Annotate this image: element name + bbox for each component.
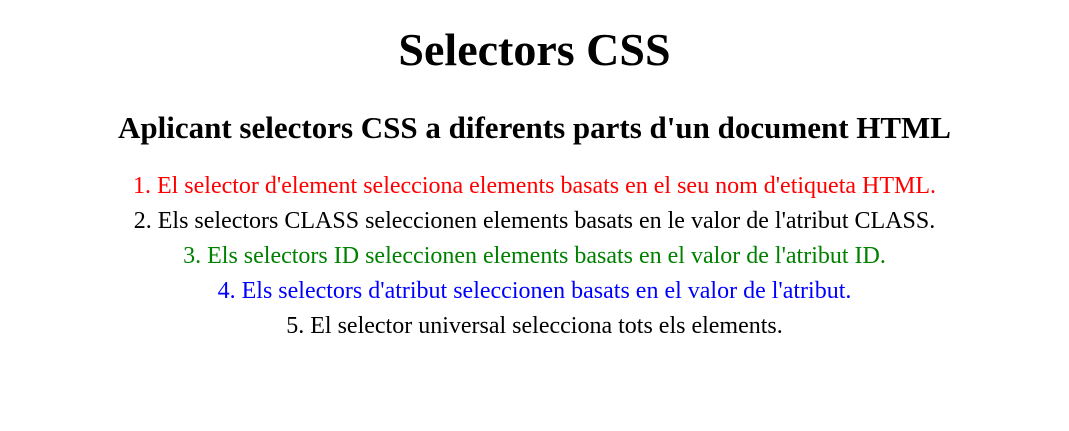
class-selector-text: 2. Els selectors CLASS seleccionen eleme… [133,208,936,234]
selector-list: 1. El selector d'element selecciona elem… [16,169,1054,344]
page-subtitle: Aplicant selectors CSS a diferents parts… [117,110,951,145]
page-content: Selectors CSS Aplicant selectors CSS a d… [16,0,1054,344]
page-title: Selectors CSS [398,24,671,75]
id-selector-text: 3. Els selectors ID seleccionen elements… [183,243,886,269]
universal-selector-text: 5. El selector universal selecciona tots… [286,313,783,339]
element-selector-text: 1. El selector d'element selecciona elem… [132,173,937,199]
attribute-selector-text: 4. Els selectors d'atribut seleccionen b… [217,278,852,304]
